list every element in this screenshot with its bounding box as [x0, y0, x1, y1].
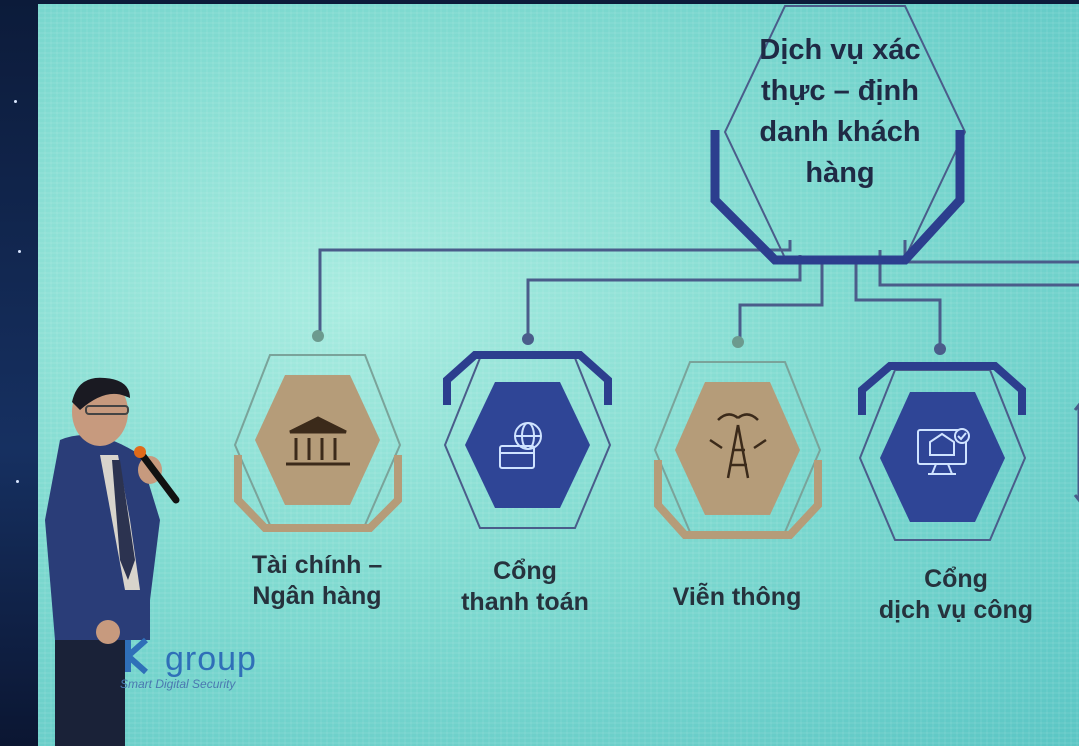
public-service-icon — [917, 428, 970, 475]
node-public-service-hexagon — [858, 362, 1027, 541]
node-label-telecom: Viễn thông — [642, 582, 832, 613]
node-label-line: thanh toán — [461, 588, 589, 616]
company-logo: group Smart Digital Security — [120, 640, 257, 691]
node-payment-hexagon — [443, 351, 612, 529]
node-label-line: Ngân hàng — [252, 582, 382, 610]
node-telecom-hexagon — [653, 361, 822, 539]
logo-mark — [125, 637, 148, 675]
connector-lines — [318, 240, 1079, 346]
node-label-line: Cổng — [493, 557, 557, 585]
node-label-payment: Cổng thanh toán — [430, 556, 620, 618]
logo-tagline: Smart Digital Security — [120, 677, 236, 691]
telecom-icon — [709, 413, 767, 479]
node-label-line: Tài chính – — [251, 551, 383, 579]
payment-gateway-icon — [499, 422, 542, 469]
logo-word: group — [165, 640, 257, 678]
title-hexagon — [710, 5, 967, 265]
node-label-public-service: Cổng dịch vụ công — [856, 564, 1056, 626]
node-label-banking: Tài chính – Ngân hàng — [222, 550, 412, 612]
projection-screen — [38, 4, 1079, 746]
node-label-line: Viễn thông — [672, 583, 802, 611]
presenter-person — [45, 377, 180, 746]
slide-title: Dịch vụ xác thực – định danh khách hàng — [759, 34, 921, 189]
bank-icon — [286, 416, 350, 466]
node-bank-hexagon — [233, 354, 402, 532]
node-label-line: dịch vụ công — [878, 596, 1034, 624]
connector-dots — [312, 330, 946, 355]
node-label-line: Cổng — [924, 565, 988, 593]
